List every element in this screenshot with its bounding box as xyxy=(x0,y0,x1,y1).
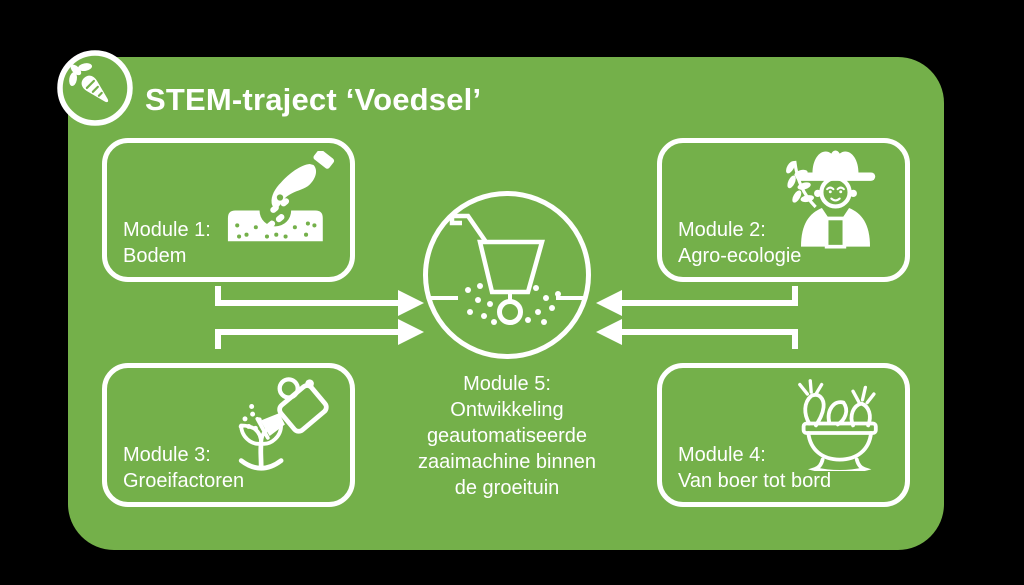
module-3-box: Module 3: Groeifactoren xyxy=(102,363,355,507)
module-4-name: Van boer tot bord xyxy=(678,470,832,492)
watering-can-icon xyxy=(226,373,340,478)
module-5-desc-line-3: zaaimachine binnen xyxy=(418,451,596,473)
module-5-text: Module 5: Ontwikkeling geautomatiseerde … xyxy=(357,371,657,501)
module-2-name: Agro-ecologie xyxy=(678,245,802,267)
module-5-desc-line-2: geautomatiseerde xyxy=(426,425,588,447)
arrow-module-2-to-5 xyxy=(596,286,798,316)
module-5-desc-line-1: Ontwikkeling xyxy=(450,399,564,421)
module-1-name: Bodem xyxy=(123,245,187,267)
module-5-circle xyxy=(423,191,591,359)
module-1-label: Module 1: xyxy=(123,219,211,241)
module-1-text: Module 1: Bodem xyxy=(123,217,211,269)
module-5-label: Module 5: xyxy=(463,373,551,395)
vegetable-bowl-icon xyxy=(777,376,891,471)
hand-sowing-seeds-icon xyxy=(224,151,336,244)
seeding-machine-icon xyxy=(428,213,586,325)
module-5-desc-line-4: de groeituin xyxy=(454,477,560,499)
module-2-box: Module 2: Agro-ecologie xyxy=(657,138,910,282)
carrot-icon xyxy=(57,50,133,126)
arrow-module-4-to-5 xyxy=(596,319,798,349)
module-2-text: Module 2: Agro-ecologie xyxy=(678,217,801,269)
module-1-box: Module 1: Bodem xyxy=(102,138,355,282)
module-4-box: Module 4: Van boer tot bord xyxy=(657,363,910,507)
arrow-module-3-to-5 xyxy=(215,319,424,349)
module-3-label: Module 3: xyxy=(123,444,211,466)
farmer-icon xyxy=(778,144,893,249)
module-2-label: Module 2: xyxy=(678,219,766,241)
page-title: STEM-traject ‘Voedsel’ xyxy=(145,82,482,117)
module-3-name: Groeifactoren xyxy=(123,470,245,492)
carrot-badge xyxy=(55,48,135,128)
module-4-text: Module 4: Van boer tot bord xyxy=(678,442,831,494)
module-4-label: Module 4: xyxy=(678,444,766,466)
arrow-module-1-to-5 xyxy=(215,286,424,316)
module-3-text: Module 3: Groeifactoren xyxy=(123,442,244,494)
